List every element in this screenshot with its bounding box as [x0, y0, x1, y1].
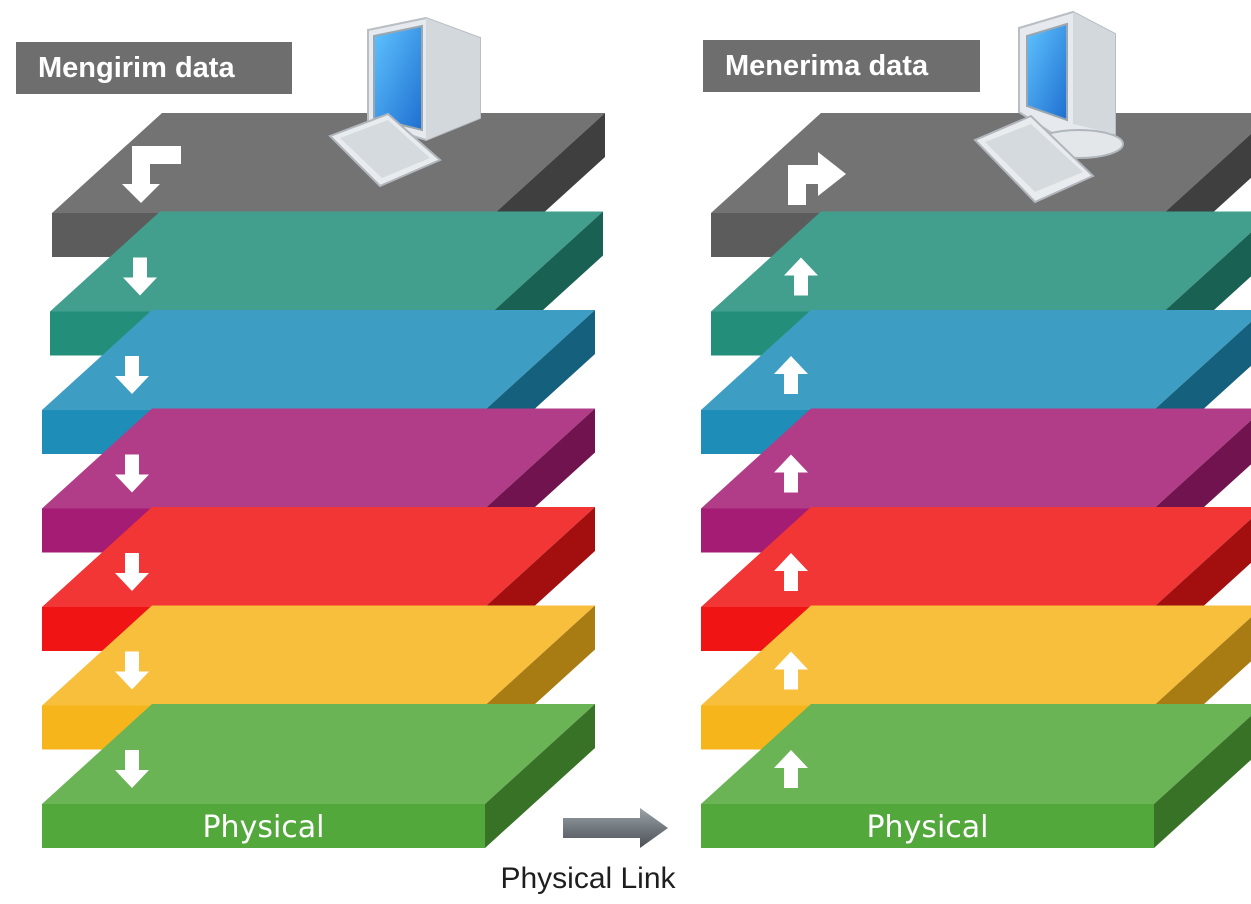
arrow-down-icon	[115, 356, 149, 394]
physical-link-arrow	[563, 808, 668, 848]
arrow-up-icon	[774, 553, 808, 591]
layer-label: Physical	[202, 810, 324, 845]
layer-top	[42, 310, 595, 410]
layer-top	[701, 310, 1251, 410]
arrow-down-icon	[123, 257, 157, 296]
arrow-down-icon	[115, 750, 149, 788]
arrow-down-icon	[122, 146, 181, 203]
layer-side	[485, 704, 595, 848]
sending-stack: ApplicationPresentationSessionTransportN…	[42, 113, 605, 848]
layer-top	[701, 408, 1251, 509]
layer-top	[52, 113, 605, 213]
layer-top	[42, 605, 595, 706]
physical-link-label: Physical Link	[500, 862, 676, 895]
layer-top	[42, 408, 595, 509]
layer-top	[42, 704, 595, 804]
layer-front	[701, 804, 1154, 848]
arrow-up-icon	[774, 750, 808, 788]
arrow-down-icon	[115, 651, 149, 690]
layer-label: Physical	[866, 810, 988, 845]
arrow-down-icon	[115, 553, 149, 591]
arrow-up-icon	[774, 356, 808, 394]
computer-icon	[973, 10, 1124, 204]
arrow-down-icon	[115, 454, 149, 493]
sending-title: Mengirim data	[16, 42, 292, 94]
arrow-up-icon	[774, 454, 808, 493]
layer-top	[701, 605, 1251, 706]
layer-top	[701, 704, 1251, 804]
arrow-up-icon	[774, 651, 808, 690]
layer-physical: Physical	[42, 704, 595, 848]
layer-top	[50, 211, 603, 312]
layer-top	[42, 507, 595, 607]
layer-top	[711, 211, 1251, 312]
arrow-right-icon	[788, 152, 846, 205]
arrow-up-icon	[784, 257, 818, 296]
layer-top	[701, 507, 1251, 607]
layer-physical: Physical	[701, 704, 1251, 848]
layer-front	[42, 804, 485, 848]
receiving-stack: ApplicationPresentationSessionTransportN…	[701, 113, 1251, 848]
computer-icon	[328, 16, 481, 188]
receiving-title: Menerima data	[703, 40, 980, 92]
layer-side	[1154, 715, 1251, 848]
